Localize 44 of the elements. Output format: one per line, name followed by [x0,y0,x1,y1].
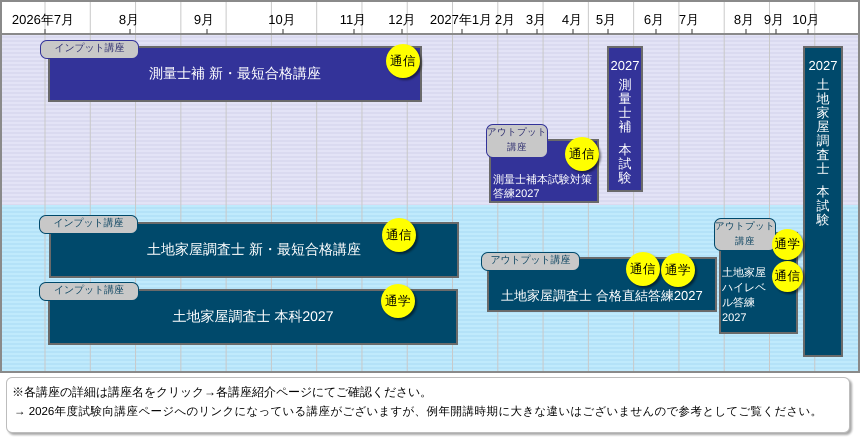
month-label: 6月 [644,11,664,29]
month-label: 8月 [734,11,754,29]
course-type-label: アウトプット講座 [714,218,776,251]
month-label: 9月 [194,11,214,29]
month-label: 10月 [792,11,820,29]
exam-bar [803,46,843,357]
month-label: 7月 [678,11,700,29]
exam-year: 2027 [610,58,640,74]
course-type-label: アウトプット講座 [481,252,580,271]
month-label: 10月 [268,11,296,29]
course-title: 測量士補 新・最短合格講座 [149,65,321,83]
exam-title: 測量士補 [618,78,632,134]
month-label: 8月 [118,11,140,29]
exam-title: 本試験 [618,143,632,185]
month-label: 3月 [526,11,546,29]
course-type-label: インプット講座 [39,282,139,301]
exam-title: 本試験 [816,185,830,227]
note-text: → 2026年度試験向講座ページへのリンクになっている講座がございますが、例年開講時期に大きな違いはございませんので参考としてご覧ください。 [14,404,822,419]
delivery-mode-badge: 通信 [386,44,420,78]
delivery-mode-badge: 通信 [382,218,416,252]
delivery-mode-badge: 通学 [661,253,695,287]
course-type-label: インプット講座 [39,215,138,234]
delivery-mode-badge: 通学 [381,284,415,318]
month-label: 2027年1月 [430,11,492,29]
month-label: 4月 [562,11,582,29]
course-title: 土地家屋調査士 新・最短合格講座 [147,241,361,259]
exam-bar [607,46,643,192]
delivery-mode-badge: 通信 [626,252,660,286]
exam-year: 2027 [808,58,838,74]
month-label: 12月 [388,11,416,29]
course-title: 土地家屋調査士 本科2027 [172,308,334,326]
month-label: 5月 [596,11,616,29]
course-title: 土地家屋調査士 合格直結答練2027 [501,287,703,305]
month-label: 11月 [340,11,366,29]
month-label: 2026年7月 [12,11,74,29]
month-label: 9月 [764,11,784,29]
exam-title: 土地家屋調査士 [816,78,830,176]
note-text: ※各講座の詳細は講座名をクリック→各講座紹介ページにてご確認ください。 [12,384,432,401]
course-title: 土地家屋ハイレベル答練2027 [722,266,767,326]
course-title: 測量士補本試験対策答練2027 [493,173,593,201]
course-type-label: インプット講座 [40,40,139,59]
month-label: 2月 [494,11,516,29]
course-type-label: アウトプット講座 [486,124,548,158]
delivery-mode-badge: 通信 [565,137,599,171]
